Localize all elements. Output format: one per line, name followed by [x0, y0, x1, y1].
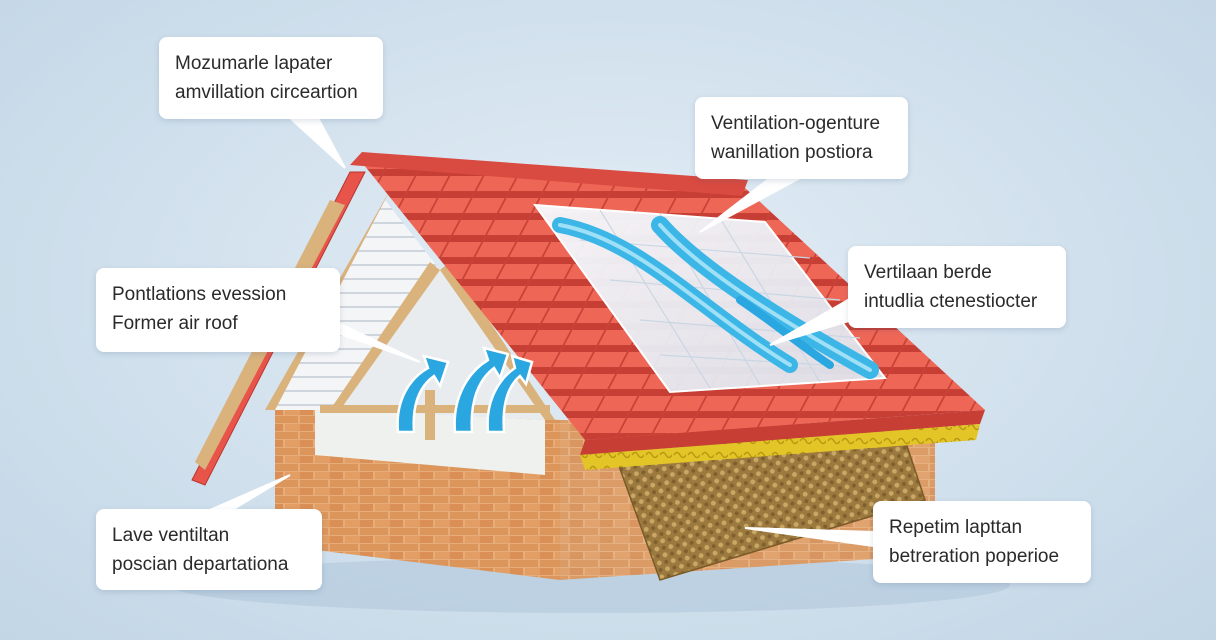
callout-line: Mozumarle lapater [175, 53, 333, 74]
callout-line: Ventilation-ogenture [711, 113, 881, 134]
callout-middle-right: Vertilaan berde intudlia ctenestiocter [848, 246, 1066, 328]
callout-line: Vertilaan berde [864, 262, 992, 283]
airflow-arrow-icon [486, 354, 534, 434]
callout-line: poscian departationa [112, 554, 289, 575]
airflow-arrow-icon [396, 354, 450, 434]
airflow-arrow-icon [453, 346, 510, 434]
callout-middle-left: Pontlations evession Former air roof [96, 268, 340, 352]
callout-bottom-right: Repetim lapttan betreration poperioe [873, 501, 1091, 583]
callout-top-left: Mozumarle lapater amvillation circeartio… [159, 37, 383, 119]
callout-bottom-left: Lave ventiltan poscian departationa [96, 509, 322, 590]
callout-line: Pontlations evession [112, 284, 287, 305]
callout-line: Lave ventiltan [112, 525, 230, 546]
vent-panel [532, 203, 887, 394]
callout-line: intudlia ctenestiocter [864, 291, 1038, 312]
callout-line: Former air roof [112, 313, 238, 334]
callout-line: wanillation postiora [711, 142, 873, 163]
callout-line: amvillation circeartion [175, 82, 358, 103]
airflow-arrows [396, 346, 534, 434]
callout-line: Repetim lapttan [889, 517, 1023, 538]
callout-top-right: Ventilation-ogenture wanillation postior… [695, 97, 908, 179]
callout-line: betreration poperioe [889, 546, 1060, 567]
